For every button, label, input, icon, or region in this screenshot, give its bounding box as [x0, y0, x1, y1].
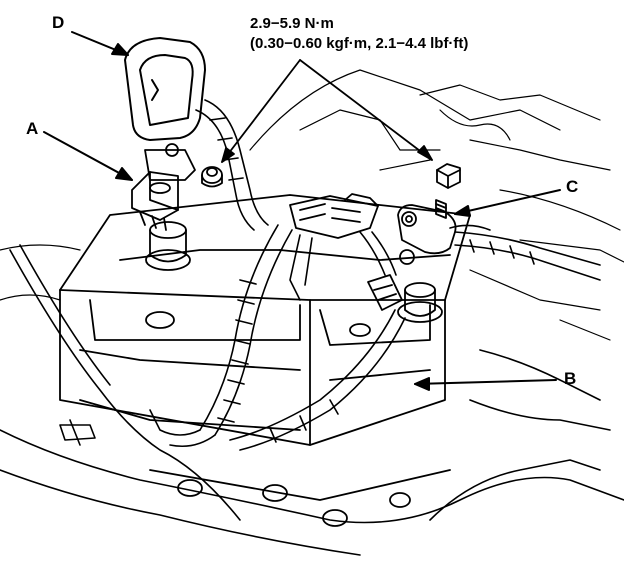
callout-label-d: D [52, 13, 65, 32]
ground-strap [195, 99, 269, 231]
callout-arrows [43, 31, 561, 391]
battery [59, 194, 471, 527]
harness-connector [289, 193, 379, 239]
lower-connector [367, 274, 403, 311]
terminal-nut-right [436, 163, 461, 189]
positive-terminal-bolt [397, 199, 457, 265]
negative-terminal-clamp [131, 143, 196, 231]
torque-leader-lines [221, 59, 433, 163]
terminal-nut-left [201, 166, 223, 188]
callout-arrow-b [414, 379, 557, 385]
positive-terminal-post [397, 282, 443, 323]
terminal-cover [124, 37, 206, 141]
negative-terminal-post [145, 221, 191, 271]
callout-label-c: C [566, 177, 579, 196]
right-cable [449, 224, 601, 281]
callout-label-b: B [564, 369, 577, 388]
torque-spec-line-2: (0.30−0.60 kgf·m, 2.1−4.4 lbf·ft) [250, 35, 469, 52]
callout-arrow-a [43, 131, 133, 181]
left-cable [9, 244, 241, 521]
engine-bay-background [0, 69, 624, 341]
callout-label-a: A [26, 119, 39, 138]
torque-spec-line-1: 2.9−5.9 N·m [250, 15, 334, 32]
callout-arrow-c [454, 189, 561, 215]
battery-tray [0, 349, 624, 556]
wiring-harness [149, 224, 406, 451]
